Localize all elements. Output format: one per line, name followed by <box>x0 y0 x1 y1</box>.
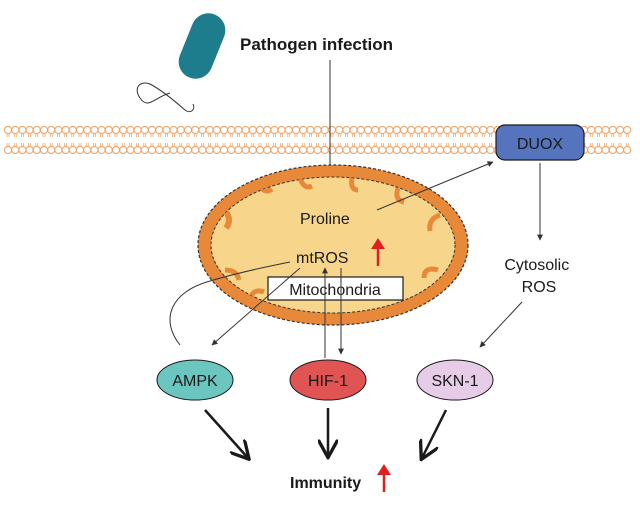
skn1-label: SKN-1 <box>431 373 478 390</box>
arrow-cytosolic-ros-to-skn1 <box>479 301 523 348</box>
mtros-label: mtROS <box>296 250 348 267</box>
arrow-proline-to-duox <box>376 161 494 211</box>
cytosolic-ros-line-1: Cytosolic <box>504 257 569 274</box>
duox-label: DUOX <box>517 136 564 153</box>
cytosolic-ros-line-2: ROS <box>522 279 557 296</box>
duox-node <box>495 124 585 161</box>
ampk-node <box>156 359 234 401</box>
cytosolic-ros-label: Cytosolic ROS <box>504 257 573 296</box>
cell-membrane <box>3 125 632 155</box>
up-arrow-icon <box>371 238 385 266</box>
hif1-label: HIF-1 <box>308 373 348 390</box>
arrow-mtros-to-ampk <box>211 267 301 346</box>
hif1-node <box>289 359 367 401</box>
immunity-up-arrow-icon <box>377 464 391 492</box>
mitochondria-label-box <box>267 276 404 301</box>
arrow-ampk-feedback-to-mtros <box>169 261 291 346</box>
ampk-label: AMPK <box>172 373 218 390</box>
proline-label: Proline <box>300 211 350 228</box>
skn1-node <box>416 359 494 401</box>
arrow-ampk-to-immunity <box>204 409 248 458</box>
pathogen-infection-label: Pathogen infection <box>240 35 393 54</box>
arrow-skn1-to-immunity <box>422 409 448 458</box>
bacterium-icon <box>136 13 226 113</box>
mitochondria-label: Mitochondria <box>289 282 381 299</box>
immunity-label: Immunity <box>290 475 361 492</box>
